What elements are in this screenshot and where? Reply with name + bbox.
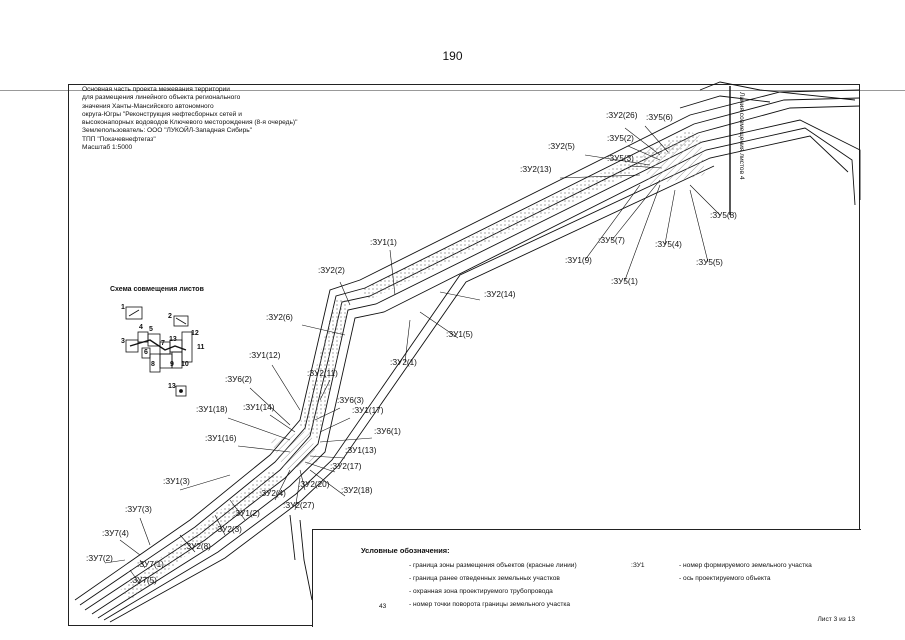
parcel-label: :ЗУ5(4) bbox=[655, 240, 682, 249]
parcel-label: :ЗУ1(16) bbox=[205, 434, 237, 443]
parcel-label: :ЗУ2(11) bbox=[307, 369, 338, 378]
parcel-label: :ЗУ1(13) bbox=[345, 446, 377, 455]
parcel-label: :ЗУ2(8) bbox=[184, 542, 211, 551]
legend-item: - охранная зона проектируемого трубопров… bbox=[409, 588, 553, 595]
parcel-label: :ЗУ5(5) bbox=[696, 258, 723, 267]
parcel-label: :ЗУ2(6) bbox=[266, 313, 293, 322]
parcel-label: :ЗУ1(5) bbox=[446, 330, 473, 339]
sheet-number: Лист 3 из 13 bbox=[817, 616, 855, 623]
scheme-title: Схема совмещения листов bbox=[110, 286, 204, 293]
parcel-label: :ЗУ1(3) bbox=[163, 477, 190, 486]
parcel-label: :ЗУ2(3) bbox=[215, 525, 242, 534]
parcel-label: :ЗУ1(18) bbox=[196, 405, 228, 414]
parcel-label: :ЗУ2(20) bbox=[298, 480, 330, 489]
legend-item: - номер формируемого земельного участка bbox=[679, 562, 812, 569]
sheet-scheme bbox=[125, 306, 193, 397]
title-line: для размещения линейного объекта региона… bbox=[82, 94, 241, 102]
parcel-label: :ЗУ5(6) bbox=[646, 113, 673, 122]
scheme-sheet-number: 13 bbox=[168, 383, 176, 390]
legend-item: - ось проектируемого объекта bbox=[679, 575, 771, 582]
scheme-sheet-number: 6 bbox=[144, 349, 148, 356]
title-line: Основная часть проекта межевания террито… bbox=[82, 86, 230, 93]
parcel-label: :ЗУ7(1) bbox=[137, 560, 164, 569]
parcel-label: :ЗУ7(4) bbox=[102, 529, 129, 538]
parcel-label: :ЗУ2(17) bbox=[330, 462, 362, 471]
parcel-label: :ЗУ1(14) bbox=[243, 403, 275, 412]
scheme-sheet-number: 7 bbox=[161, 340, 165, 347]
legend-panel: Условные обозначения: - граница зоны раз… bbox=[312, 529, 861, 627]
parcel-label: :ЗУ2(13) bbox=[520, 165, 552, 174]
scheme-sheet-number: 11 bbox=[197, 344, 205, 351]
parcel-label: :ЗУ1(9) bbox=[565, 256, 592, 265]
scheme-sheet-number: 8 bbox=[151, 361, 155, 368]
parcel-label: :ЗУ1(12) bbox=[249, 351, 281, 360]
scheme-sheet-number: 9 bbox=[170, 361, 174, 368]
legend-title: Условные обозначения: bbox=[361, 546, 450, 555]
parcel-label: :ЗУ5(1) bbox=[611, 277, 638, 286]
parcel-label: :ЗУ5(8) bbox=[710, 211, 737, 220]
page-number: 190 bbox=[442, 49, 463, 63]
parcel-label: :ЗУ2(2) bbox=[318, 266, 345, 275]
parcel-label: :ЗУ5(2) bbox=[607, 134, 634, 143]
scheme-sheet-number: 2 bbox=[168, 313, 172, 320]
scheme-sheet-number: 13 bbox=[169, 336, 177, 343]
legend-item: - номер точки поворота границы земельног… bbox=[409, 601, 571, 608]
title-block: Основная часть проекта межевания террито… bbox=[82, 86, 297, 152]
title-line: ТПП "Покачевнефтегаз" bbox=[82, 135, 156, 143]
parcel-label: :ЗУ5(3) bbox=[607, 154, 634, 163]
parcel-label: :ЗУ6(1) bbox=[374, 427, 401, 436]
title-line: значения Ханты-Мансийского автономного bbox=[82, 102, 214, 110]
scheme-sheet-number: 1 bbox=[121, 304, 125, 311]
parcel-label: :ЗУ7(2) bbox=[86, 554, 113, 563]
scheme-sheet-number: 12 bbox=[191, 330, 199, 337]
leader-lines bbox=[104, 125, 721, 585]
legend-symbol: :ЗУ1 bbox=[631, 562, 645, 569]
parcel-label: :ЗУ2(5) bbox=[548, 142, 575, 151]
parcel-label: :ЗУ1(17) bbox=[352, 406, 384, 415]
legend-item: - граница ранее отведенных земельных уча… bbox=[409, 575, 560, 582]
sheet-join-label: Линия совмещения листов 4 bbox=[738, 92, 745, 180]
title-line: Землепользователь: ООО "ЛУКОЙЛ-Западная … bbox=[82, 127, 253, 135]
parcel-label: :ЗУ2(1) bbox=[390, 358, 417, 367]
title-line: округа-Югры "Реконструкция нефтесборных … bbox=[82, 110, 242, 118]
parcel-label: :ЗУ5(7) bbox=[598, 236, 625, 245]
parcel-label: :ЗУ2(4) bbox=[259, 489, 286, 498]
parcel-label: :ЗУ2(18) bbox=[341, 486, 373, 495]
parcel-label: :ЗУ6(2) bbox=[225, 375, 252, 384]
scheme-sheet-number: 3 bbox=[121, 338, 125, 345]
parcel-label: :ЗУ2(14) bbox=[484, 290, 516, 299]
parcel-label: :ЗУ6(3) bbox=[337, 396, 364, 405]
title-line: высоконапорных водоводов Ключевого место… bbox=[82, 119, 298, 127]
parcel-label: :ЗУ2(27) bbox=[283, 501, 315, 510]
scheme-sheet-number: 4 bbox=[139, 324, 143, 331]
parcel-label: :ЗУ7(3) bbox=[125, 505, 152, 514]
parcel-label: :ЗУ1(1) bbox=[370, 238, 397, 247]
parcel-label: :ЗУ1(2) bbox=[233, 509, 260, 518]
top-rule bbox=[0, 90, 905, 91]
legend-item: - граница зоны размещения объектов (крас… bbox=[409, 562, 577, 569]
scheme-sheet-number: 10 bbox=[181, 361, 189, 368]
scheme-sheet-number: 5 bbox=[149, 326, 153, 333]
parcel-label: :ЗУ7(5) bbox=[130, 576, 157, 585]
scale-line: Масштаб 1:5000 bbox=[82, 144, 133, 152]
legend-point-example: 43 bbox=[379, 603, 387, 610]
parcel-label: :ЗУ2(26) bbox=[606, 111, 638, 120]
